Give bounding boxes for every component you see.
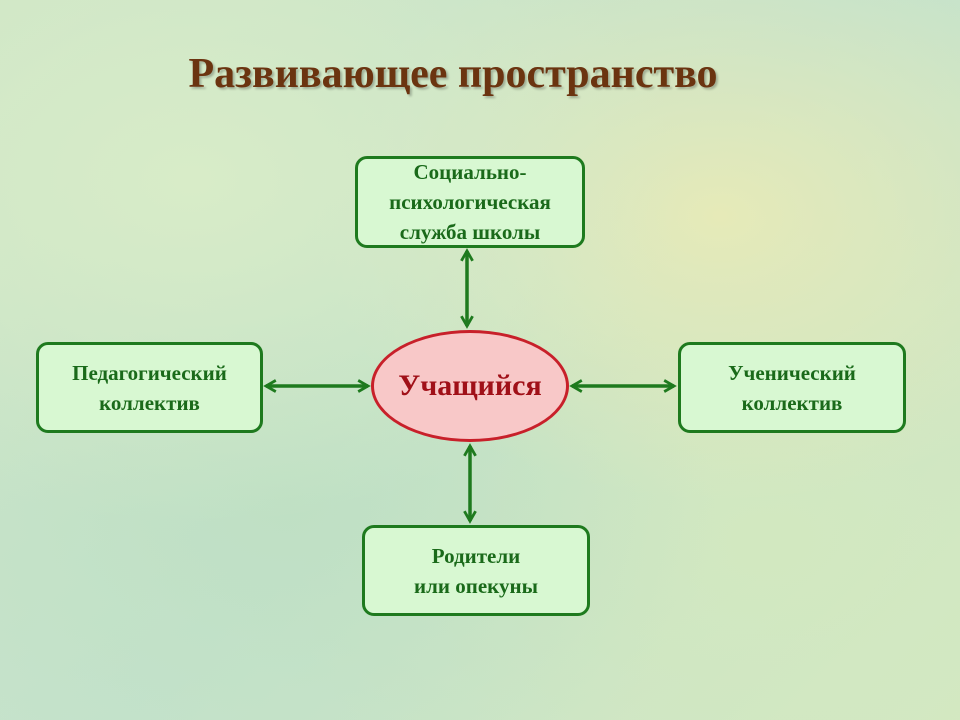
node-label: служба школы bbox=[399, 220, 541, 244]
node-label: или опекуны bbox=[414, 573, 538, 598]
node-social-psych-service: Социально- психологическая служба школы bbox=[355, 156, 585, 248]
node-label: Родители bbox=[431, 543, 521, 568]
node-label: Социально- bbox=[413, 160, 527, 184]
node-label: психологическая bbox=[389, 190, 551, 214]
node-label: коллектив bbox=[741, 390, 843, 415]
node-label: Педагогический bbox=[72, 360, 227, 385]
node-label: Ученический bbox=[728, 360, 856, 385]
slide-title: Развивающее пространство bbox=[188, 51, 718, 97]
node-label: коллектив bbox=[99, 390, 200, 415]
node-student-body: Ученический коллектив bbox=[678, 342, 906, 433]
node-teaching-staff: Педагогический коллектив bbox=[36, 342, 263, 433]
node-parents: Родители или опекуны bbox=[362, 525, 590, 616]
center-node-student: Учащийся bbox=[371, 330, 569, 442]
center-label: Учащийся bbox=[398, 369, 542, 402]
